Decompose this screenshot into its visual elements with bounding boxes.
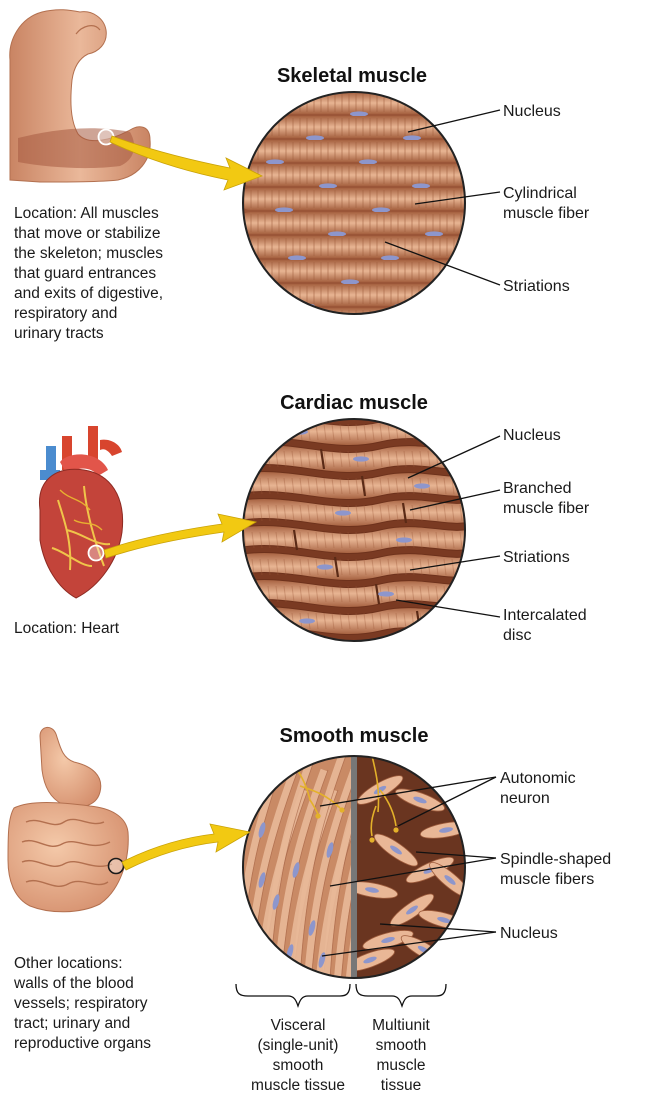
cardiac-nucleus xyxy=(378,591,394,596)
intercalated-disc xyxy=(280,422,283,442)
sample-marker xyxy=(89,546,104,561)
skeletal-nucleus xyxy=(434,279,452,284)
skeletal-nucleus xyxy=(412,183,430,188)
digestive-tract-icon xyxy=(8,727,128,911)
cardiac-nucleus-label: Nucleus xyxy=(503,427,561,444)
intercalated-disc xyxy=(308,638,311,658)
cardiac-nucleus xyxy=(335,510,351,515)
smooth-title: Smooth muscle xyxy=(280,725,429,747)
cardiac-nucleus xyxy=(317,564,333,569)
flexed-arm-icon xyxy=(10,10,150,182)
skeletal-nucleus xyxy=(403,135,421,140)
skeletal-nucleus-label: Nucleus xyxy=(503,103,561,120)
smooth-pointer-arrow xyxy=(122,824,250,870)
skeletal-nucleus xyxy=(341,279,359,284)
smooth-section: Smooth muscle xyxy=(8,725,611,1094)
skeletal-nucleus xyxy=(266,159,284,164)
cardiac-tissue-circle xyxy=(236,415,474,661)
skeletal-nucleus xyxy=(253,111,271,116)
skeletal-nucleus xyxy=(328,231,346,236)
cardiac-nucleus xyxy=(299,618,315,623)
skeletal-nucleus xyxy=(372,207,390,212)
skeletal-nucleus xyxy=(359,159,377,164)
skeletal-nucleus xyxy=(306,135,324,140)
cardiac-striations-label: Striations xyxy=(503,549,570,566)
skeletal-nucleus xyxy=(275,207,293,212)
sample-marker xyxy=(109,859,124,874)
skeletal-nucleus xyxy=(350,111,368,116)
cardiac-location-text: Location: Heart xyxy=(14,620,120,637)
smooth-nucleus-label: Nucleus xyxy=(500,925,558,942)
skeletal-fiber xyxy=(240,140,470,162)
skeletal-nucleus xyxy=(381,255,399,260)
heart-icon xyxy=(39,426,122,598)
visceral-brace xyxy=(236,984,350,1006)
cardiac-nucleus xyxy=(414,483,430,488)
skeletal-location-text: Location: All musclesthat move or stabil… xyxy=(14,205,163,342)
cardiac-pointer-arrow xyxy=(104,514,256,558)
skeletal-fiber xyxy=(240,284,470,306)
skeletal-tissue-circle xyxy=(240,88,470,333)
skeletal-fiber xyxy=(240,212,470,234)
skeletal-title: Skeletal muscle xyxy=(277,65,427,87)
svg-text:Other locations:walls of the b: Other locations:walls of the bloodvessel… xyxy=(13,955,151,1052)
cardiac-title: Cardiac muscle xyxy=(280,392,428,414)
skeletal-nucleus xyxy=(257,327,275,332)
smooth-tissue-circle xyxy=(236,750,474,1020)
cardiac-nucleus xyxy=(353,456,369,461)
cardiac-section: Cardiac muscle Location: Heart Nu xyxy=(14,392,590,661)
skeletal-nucleus xyxy=(288,255,306,260)
multiunit-brace xyxy=(356,984,446,1006)
skeletal-fiber xyxy=(240,236,470,258)
skeletal-fiber xyxy=(240,188,470,210)
cardiac-nucleus xyxy=(396,537,412,542)
skeletal-fiber xyxy=(240,92,470,114)
skeletal-nucleus xyxy=(350,327,368,332)
skeletal-nucleus xyxy=(425,231,443,236)
skeletal-striations-label: Striations xyxy=(503,278,570,295)
skeletal-fiber xyxy=(240,308,470,330)
skeletal-nucleus xyxy=(319,183,337,188)
skeletal-fiber xyxy=(240,164,470,186)
cardiac-nucleus xyxy=(360,645,376,650)
